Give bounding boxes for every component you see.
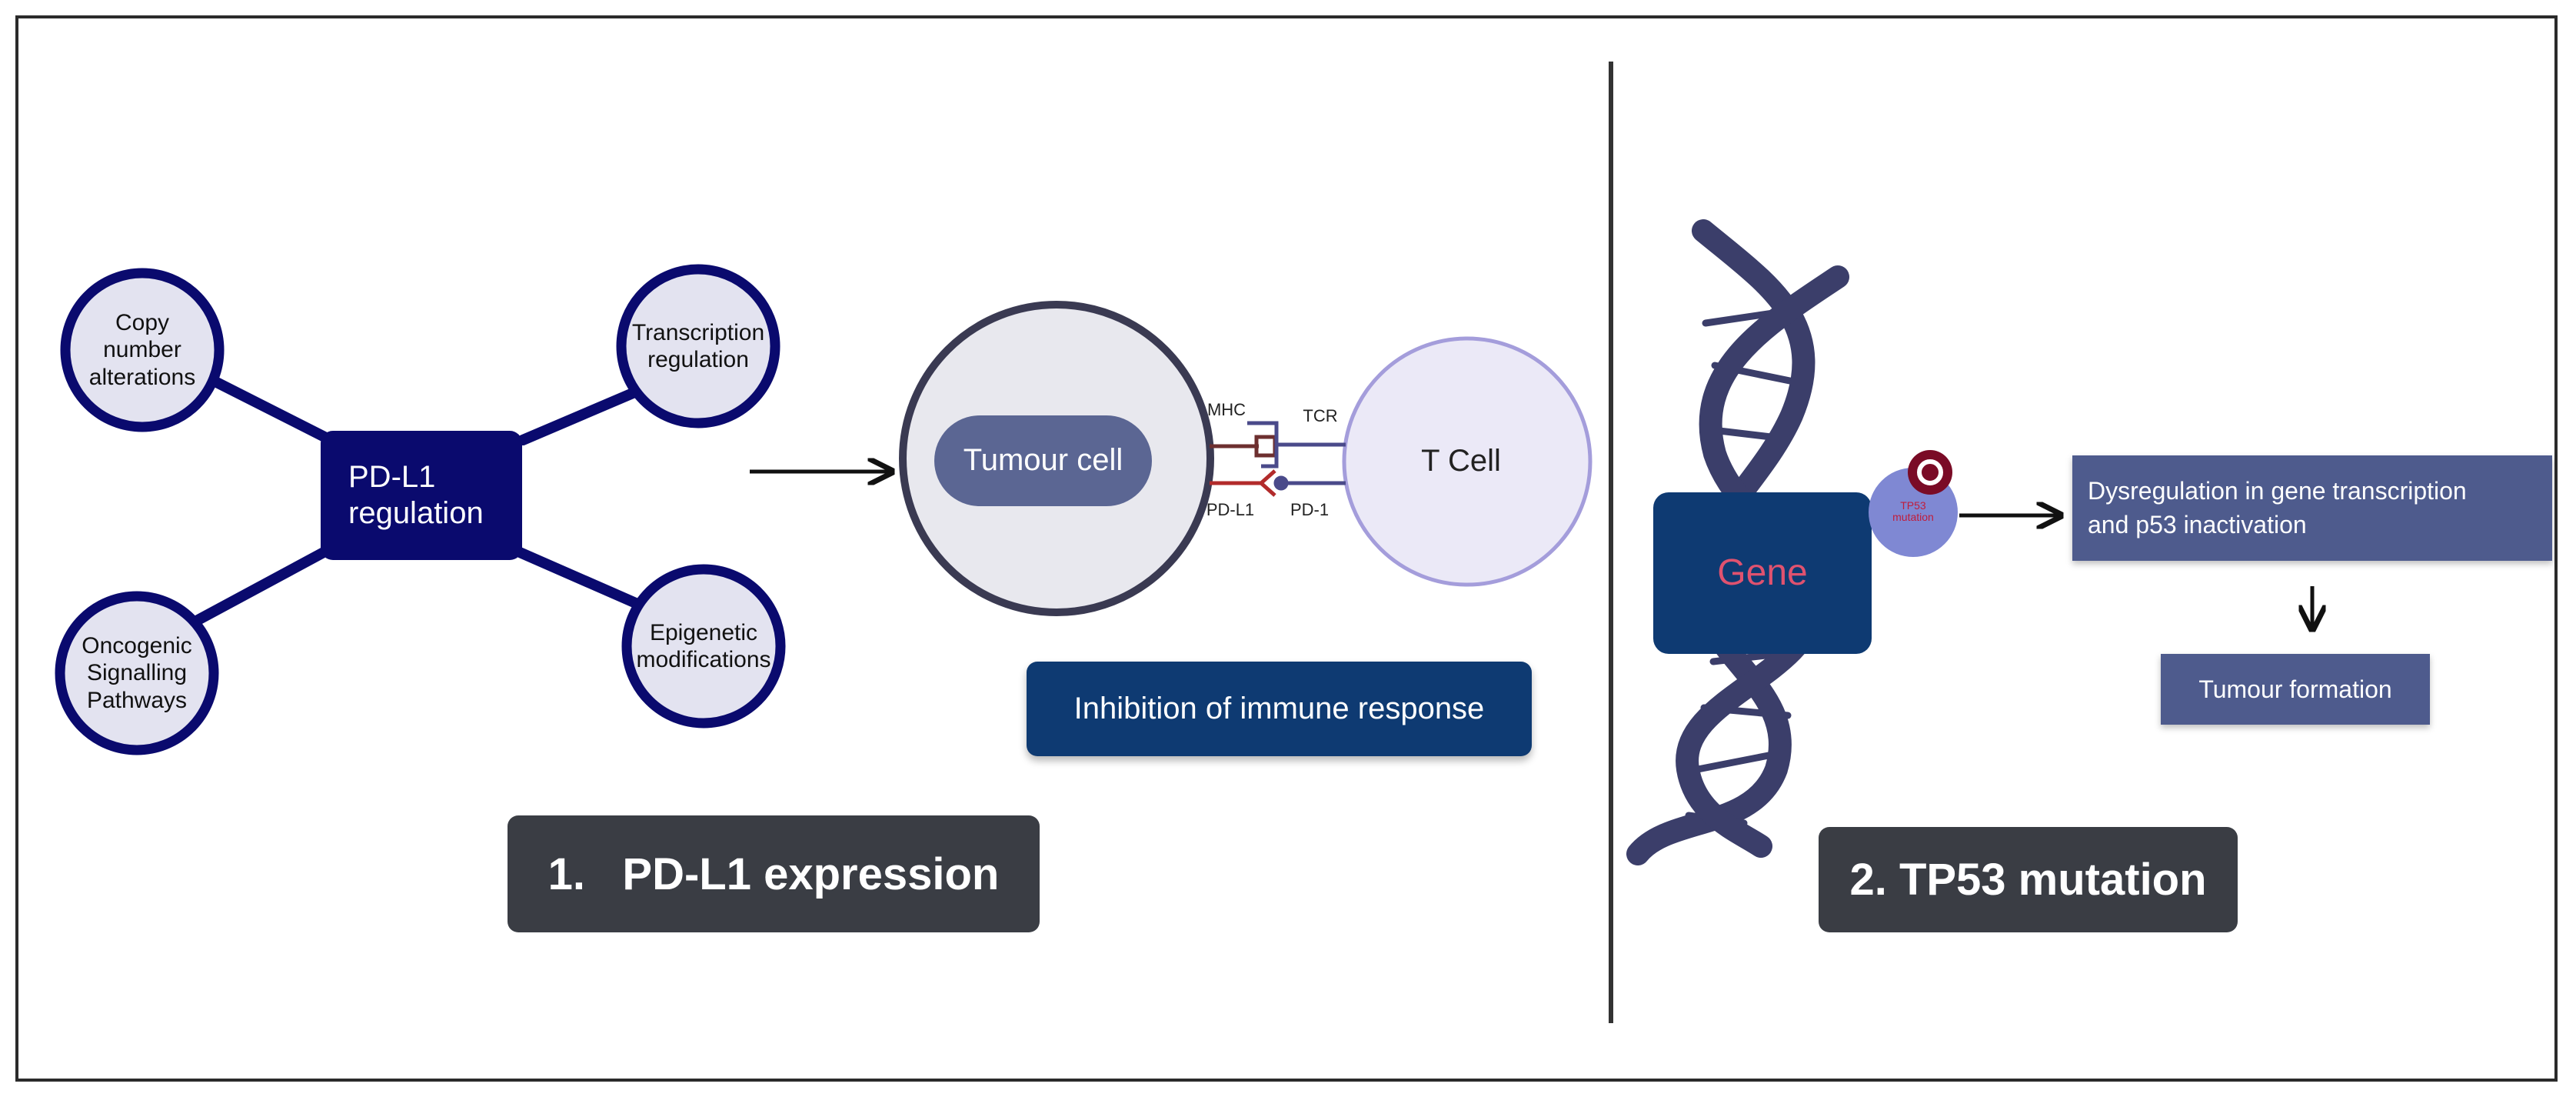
tp53-mutation-label: TP53 mutation [1892, 498, 1934, 523]
transcription-label: Transcription regulation [631, 319, 765, 372]
pd-l1-label: PD-L1 [1206, 500, 1255, 520]
pd-l1-regulation-label: PD-L1 regulation [348, 459, 484, 530]
transcription-circle [616, 264, 780, 428]
gene-box [1653, 492, 1872, 654]
pdl1-pd1-complex [1210, 469, 1346, 497]
mutation-mark-icon [1908, 450, 1952, 495]
epigenetic-label: Epigenetic modifications [636, 619, 771, 672]
pd-l1-regulation-box [321, 431, 522, 560]
oncogenic-label: Oncogenic Signalling Pathways [82, 632, 192, 713]
t-cell [1342, 336, 1593, 587]
mutation-mark-ring-icon [1917, 459, 1943, 485]
dysregulation-box: Dysregulation in gene transcription and … [2072, 455, 2552, 561]
tumour-cell-label: Tumour cell [963, 443, 1123, 478]
mhc-tcr-complex [1210, 421, 1346, 468]
caption-tp53-mutation: 2. TP53 mutation [1819, 827, 2238, 932]
epigenetic-circle [621, 564, 786, 729]
copy-number-circle [60, 268, 225, 432]
mhc-label: MHC [1206, 400, 1246, 420]
regulation-connectors [187, 369, 655, 629]
oncogenic-circle [55, 591, 219, 755]
copy-number-label: Copy number alterations [88, 309, 196, 390]
t-cell-label: T Cell [1421, 444, 1501, 478]
inhibition-box: Inhibition of immune response [1027, 662, 1532, 756]
figure-frame [15, 15, 2558, 1082]
tcr-label: TCR [1303, 406, 1338, 426]
tumour-cell-nucleus [934, 415, 1152, 506]
tumour-formation-box: Tumour formation [2161, 654, 2430, 725]
pd-1-label: PD-1 [1290, 500, 1330, 520]
gene-label: Gene [1717, 552, 1808, 593]
caption-pd-l1-expression: 1. PD-L1 expression [508, 815, 1040, 932]
